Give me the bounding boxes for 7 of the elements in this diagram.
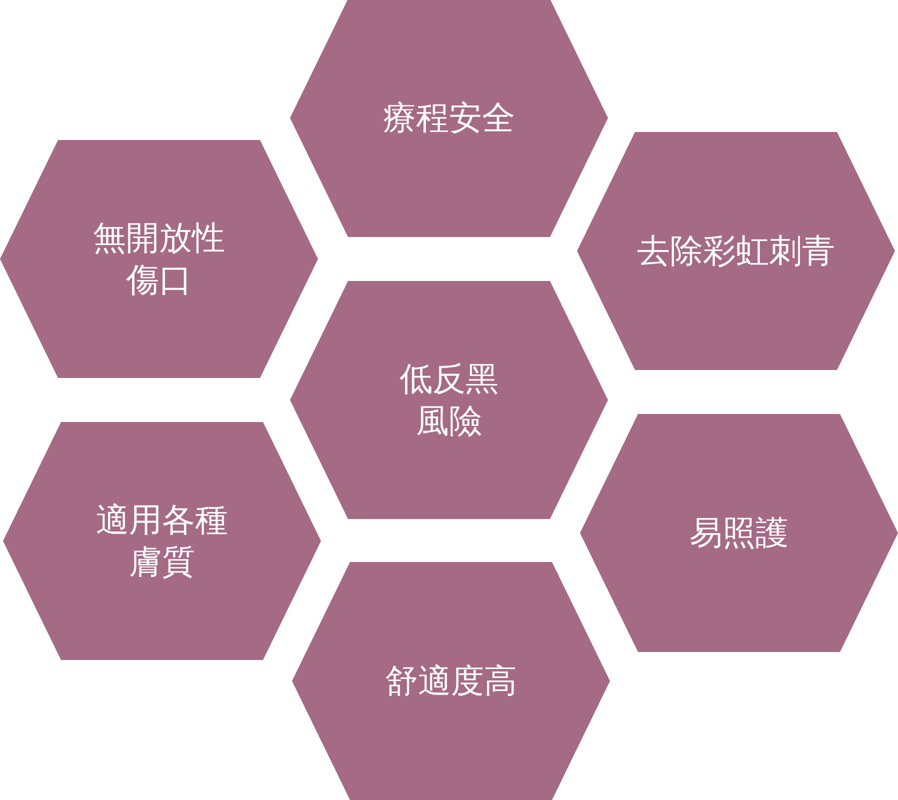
hexagon-label: 療程安全 [382, 97, 516, 139]
hexagon-label: 易照護 [688, 512, 790, 554]
hexagon-label: 去除彩虹刺青 [636, 230, 836, 272]
hexagon-label: 適用各種膚質 [95, 499, 229, 583]
hexagon-label: 舒適度高 [384, 660, 518, 702]
hexagon-label: 低反黑風險 [398, 358, 500, 442]
hexagon-label: 無開放性傷口 [92, 217, 226, 301]
